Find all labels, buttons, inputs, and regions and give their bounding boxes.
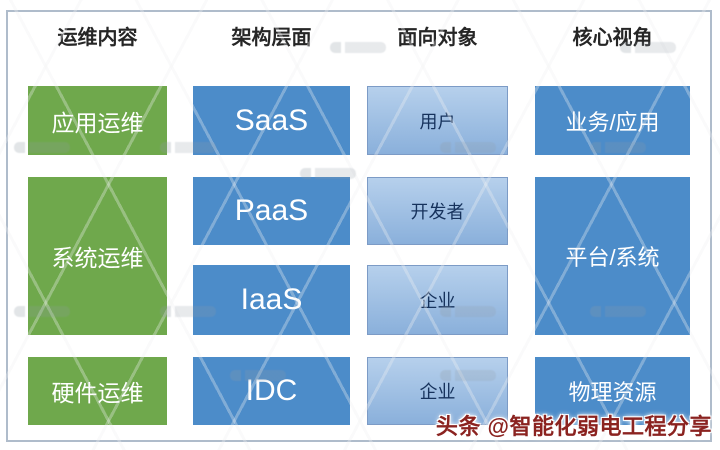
box-system-ops: 系统运维 <box>28 177 167 335</box>
box-hardware-ops: 硬件运维 <box>28 357 167 425</box>
column-header-target-audience: 面向对象 <box>397 27 478 49</box>
box-idc: IDC <box>193 357 350 425</box>
attribution-text: 头条 @智能化弱电工程分享 <box>435 414 712 439</box>
column-header-architecture-layer: 架构层面 <box>231 27 312 49</box>
column-header-core-perspective: 核心视角 <box>572 27 653 49</box>
box-paas: PaaS <box>193 177 350 245</box>
box-iaas: IaaS <box>193 265 350 335</box>
box-users: 用户 <box>367 86 508 155</box>
box-developers: 开发者 <box>367 177 508 245</box>
box-app-ops: 应用运维 <box>28 86 167 155</box>
box-enterprise-2: 企业 <box>367 357 508 425</box>
column-header-ops-content: 运维内容 <box>57 27 138 49</box>
box-business-application: 业务/应用 <box>535 86 690 155</box>
box-physical-resources: 物理资源 <box>535 357 690 425</box>
box-enterprise-1: 企业 <box>367 265 508 335</box>
box-saas: SaaS <box>193 86 350 155</box>
diagram-frame <box>6 10 712 442</box>
box-platform-system: 平台/系统 <box>535 177 690 335</box>
